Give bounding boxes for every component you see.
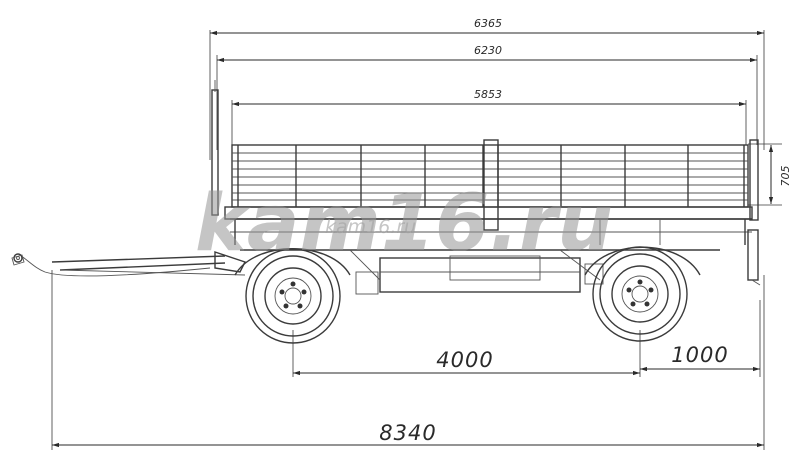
front-wheel [234,248,351,344]
dim-8340-label: 8340 [379,421,436,445]
dim-6230-label: 6230 [474,44,502,57]
dim-4000-label: 4000 [436,348,493,372]
cargo-platform [211,80,759,245]
dim-5853-label: 5853 [474,88,502,101]
drawbar [11,251,246,277]
dim-705-label: 705 [779,166,792,187]
watermark-small: kam16.ru [325,216,416,238]
chassis-frame [240,229,761,295]
rear-wheel [584,246,701,342]
dim-1000-label: 1000 [671,343,728,367]
dimension-lines [52,30,774,448]
watermark-logo: kam16.ru [195,179,613,269]
dim-6365-label: 6365 [474,17,502,30]
extension-lines [51,30,782,450]
